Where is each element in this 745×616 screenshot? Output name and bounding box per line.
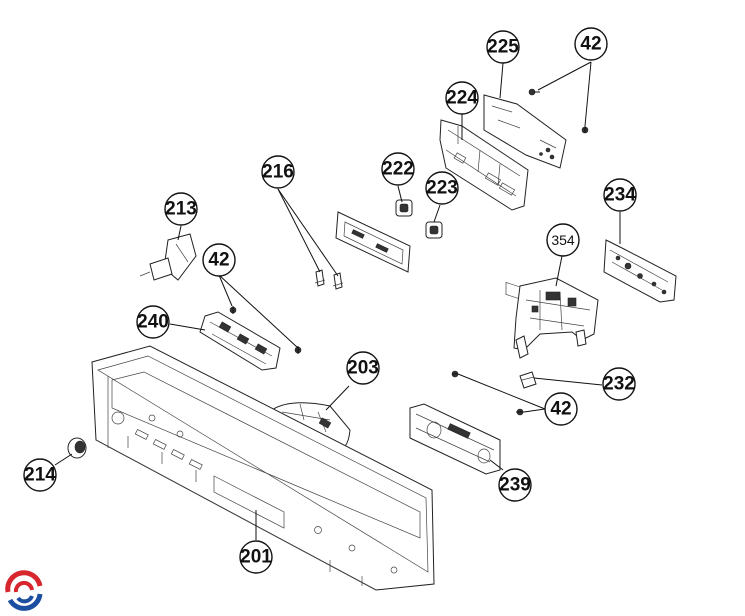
part-214-knob[interactable] — [67, 437, 87, 459]
callout-224: 224 — [445, 81, 479, 115]
svg-text:201: 201 — [240, 547, 272, 568]
callout-354: 354 — [546, 223, 580, 257]
callout-234: 234 — [603, 178, 637, 212]
callout-213: 213 — [164, 192, 198, 226]
part-201-control-panel[interactable] — [91, 345, 435, 591]
part-223-button[interactable] — [425, 221, 443, 239]
part-222-button[interactable] — [395, 199, 413, 217]
callout-239: 239 — [498, 468, 532, 502]
callout-216: 216 — [261, 155, 295, 189]
svg-text:203: 203 — [347, 358, 379, 379]
callout-203: 203 — [346, 351, 380, 385]
part-216-clip-a[interactable] — [314, 269, 326, 287]
callout-42-right: 42 — [544, 392, 578, 426]
screw-42-right-b[interactable] — [516, 408, 524, 416]
callout-201: 201 — [239, 540, 273, 574]
svg-text:216: 216 — [262, 162, 294, 183]
leader-lines — [54, 61, 621, 540]
part-213-switch[interactable] — [139, 233, 197, 281]
screw-42-top-b[interactable] — [581, 126, 589, 134]
brand-swirl-icon — [4, 570, 44, 612]
svg-text:232: 232 — [603, 374, 635, 395]
callout-42-top: 42 — [574, 27, 608, 61]
svg-text:354: 354 — [551, 232, 575, 248]
svg-text:42: 42 — [580, 34, 601, 55]
svg-text:234: 234 — [604, 185, 636, 206]
svg-text:225: 225 — [487, 37, 519, 58]
svg-text:214: 214 — [24, 465, 56, 486]
svg-text:240: 240 — [137, 312, 169, 333]
callout-214: 214 — [23, 458, 57, 492]
svg-text:42: 42 — [550, 399, 571, 420]
callout-232: 232 — [602, 367, 636, 401]
part-225-control-board[interactable] — [483, 94, 567, 303]
screw-42-mid-a[interactable] — [229, 306, 237, 314]
part-354-housing[interactable] — [513, 277, 599, 359]
callout-42-mid: 42 — [202, 243, 236, 277]
part-234-circuit-board[interactable] — [603, 239, 677, 303]
callout-222: 222 — [381, 152, 415, 186]
svg-text:213: 213 — [165, 199, 197, 220]
screw-42-mid-b[interactable] — [294, 346, 302, 354]
part-button-bezel[interactable] — [335, 211, 411, 273]
screw-42-top-a[interactable] — [528, 88, 540, 96]
part-224-board-housing[interactable] — [439, 119, 529, 211]
callout-225: 225 — [486, 30, 520, 64]
part-239-panel-insert[interactable] — [409, 403, 501, 475]
screw-42-right-a[interactable] — [451, 370, 459, 378]
svg-text:222: 222 — [382, 159, 414, 180]
part-216-clip-b[interactable] — [332, 272, 344, 290]
svg-text:42: 42 — [208, 250, 229, 271]
callout-223: 223 — [425, 171, 459, 205]
svg-text:239: 239 — [499, 475, 531, 496]
callout-240: 240 — [136, 305, 170, 339]
part-240-bracket[interactable] — [199, 311, 281, 371]
svg-text:223: 223 — [426, 178, 458, 199]
part-232-clip[interactable] — [519, 371, 537, 389]
svg-text:224: 224 — [446, 88, 478, 109]
